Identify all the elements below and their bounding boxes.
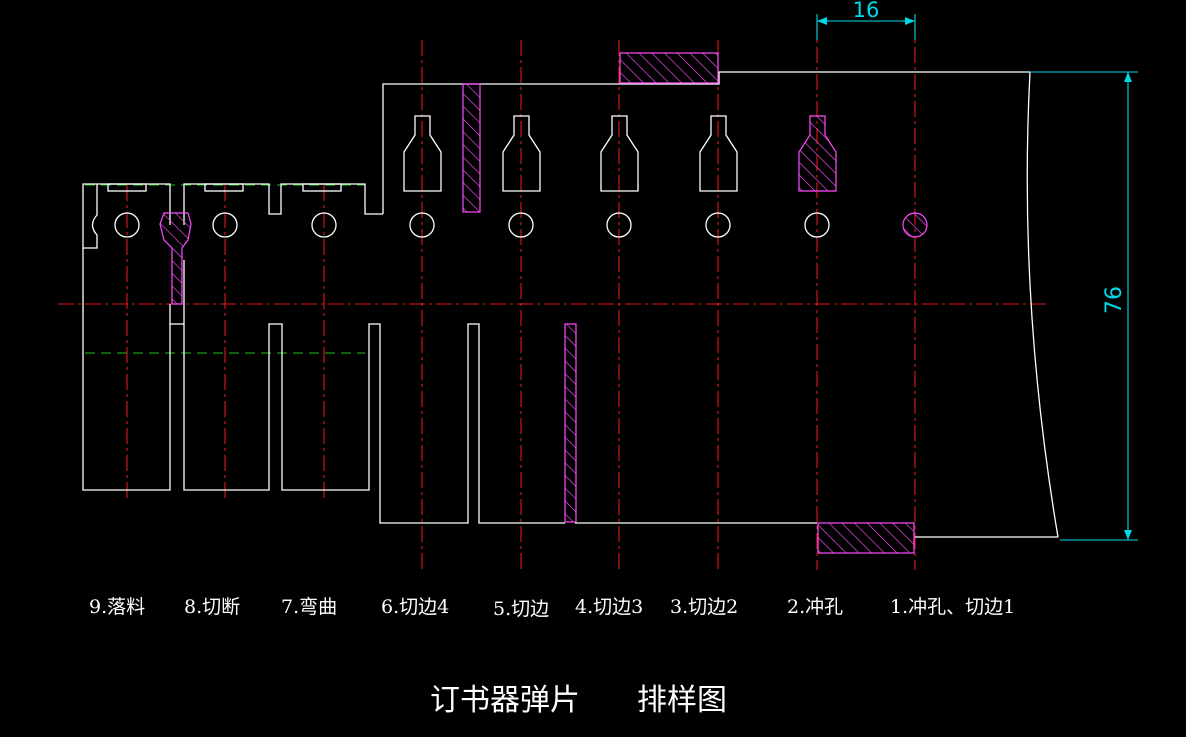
dimension-width-text: 76: [1102, 286, 1127, 314]
station-centerlines: [126, 20, 916, 570]
station-labels: 9.落料 8.切断 7.弯曲 6.切边4 5.切边 4.切边3 3.切边2 2.…: [89, 596, 1015, 620]
station-label-1: 1.冲孔、切边1: [890, 596, 1015, 618]
guide-lines: [85, 184, 365, 354]
drawing-title: 订书器弹片: [430, 683, 580, 718]
hatched-punch-areas: [159, 52, 915, 554]
dimension-width: 76: [1030, 71, 1138, 541]
station-label-9: 9.落料: [89, 596, 145, 618]
station-label-4: 4.切边3: [575, 596, 643, 618]
dimension-pitch: 16: [816, 0, 916, 40]
station-label-7: 7.弯曲: [281, 596, 337, 618]
dimension-pitch-text: 16: [853, 0, 880, 22]
station-label-6: 6.切边4: [381, 596, 449, 618]
station-label-5: 5.切边: [493, 598, 549, 620]
station-label-3: 3.切边2: [670, 596, 738, 618]
punched-slots: [403, 115, 837, 192]
drawing-subtitle: 排样图: [637, 683, 727, 718]
pilot-holes: [114, 212, 928, 238]
strip-outline: [82, 71, 1059, 538]
station-label-2: 2.冲孔: [787, 596, 843, 618]
station-label-8: 8.切断: [184, 596, 240, 618]
